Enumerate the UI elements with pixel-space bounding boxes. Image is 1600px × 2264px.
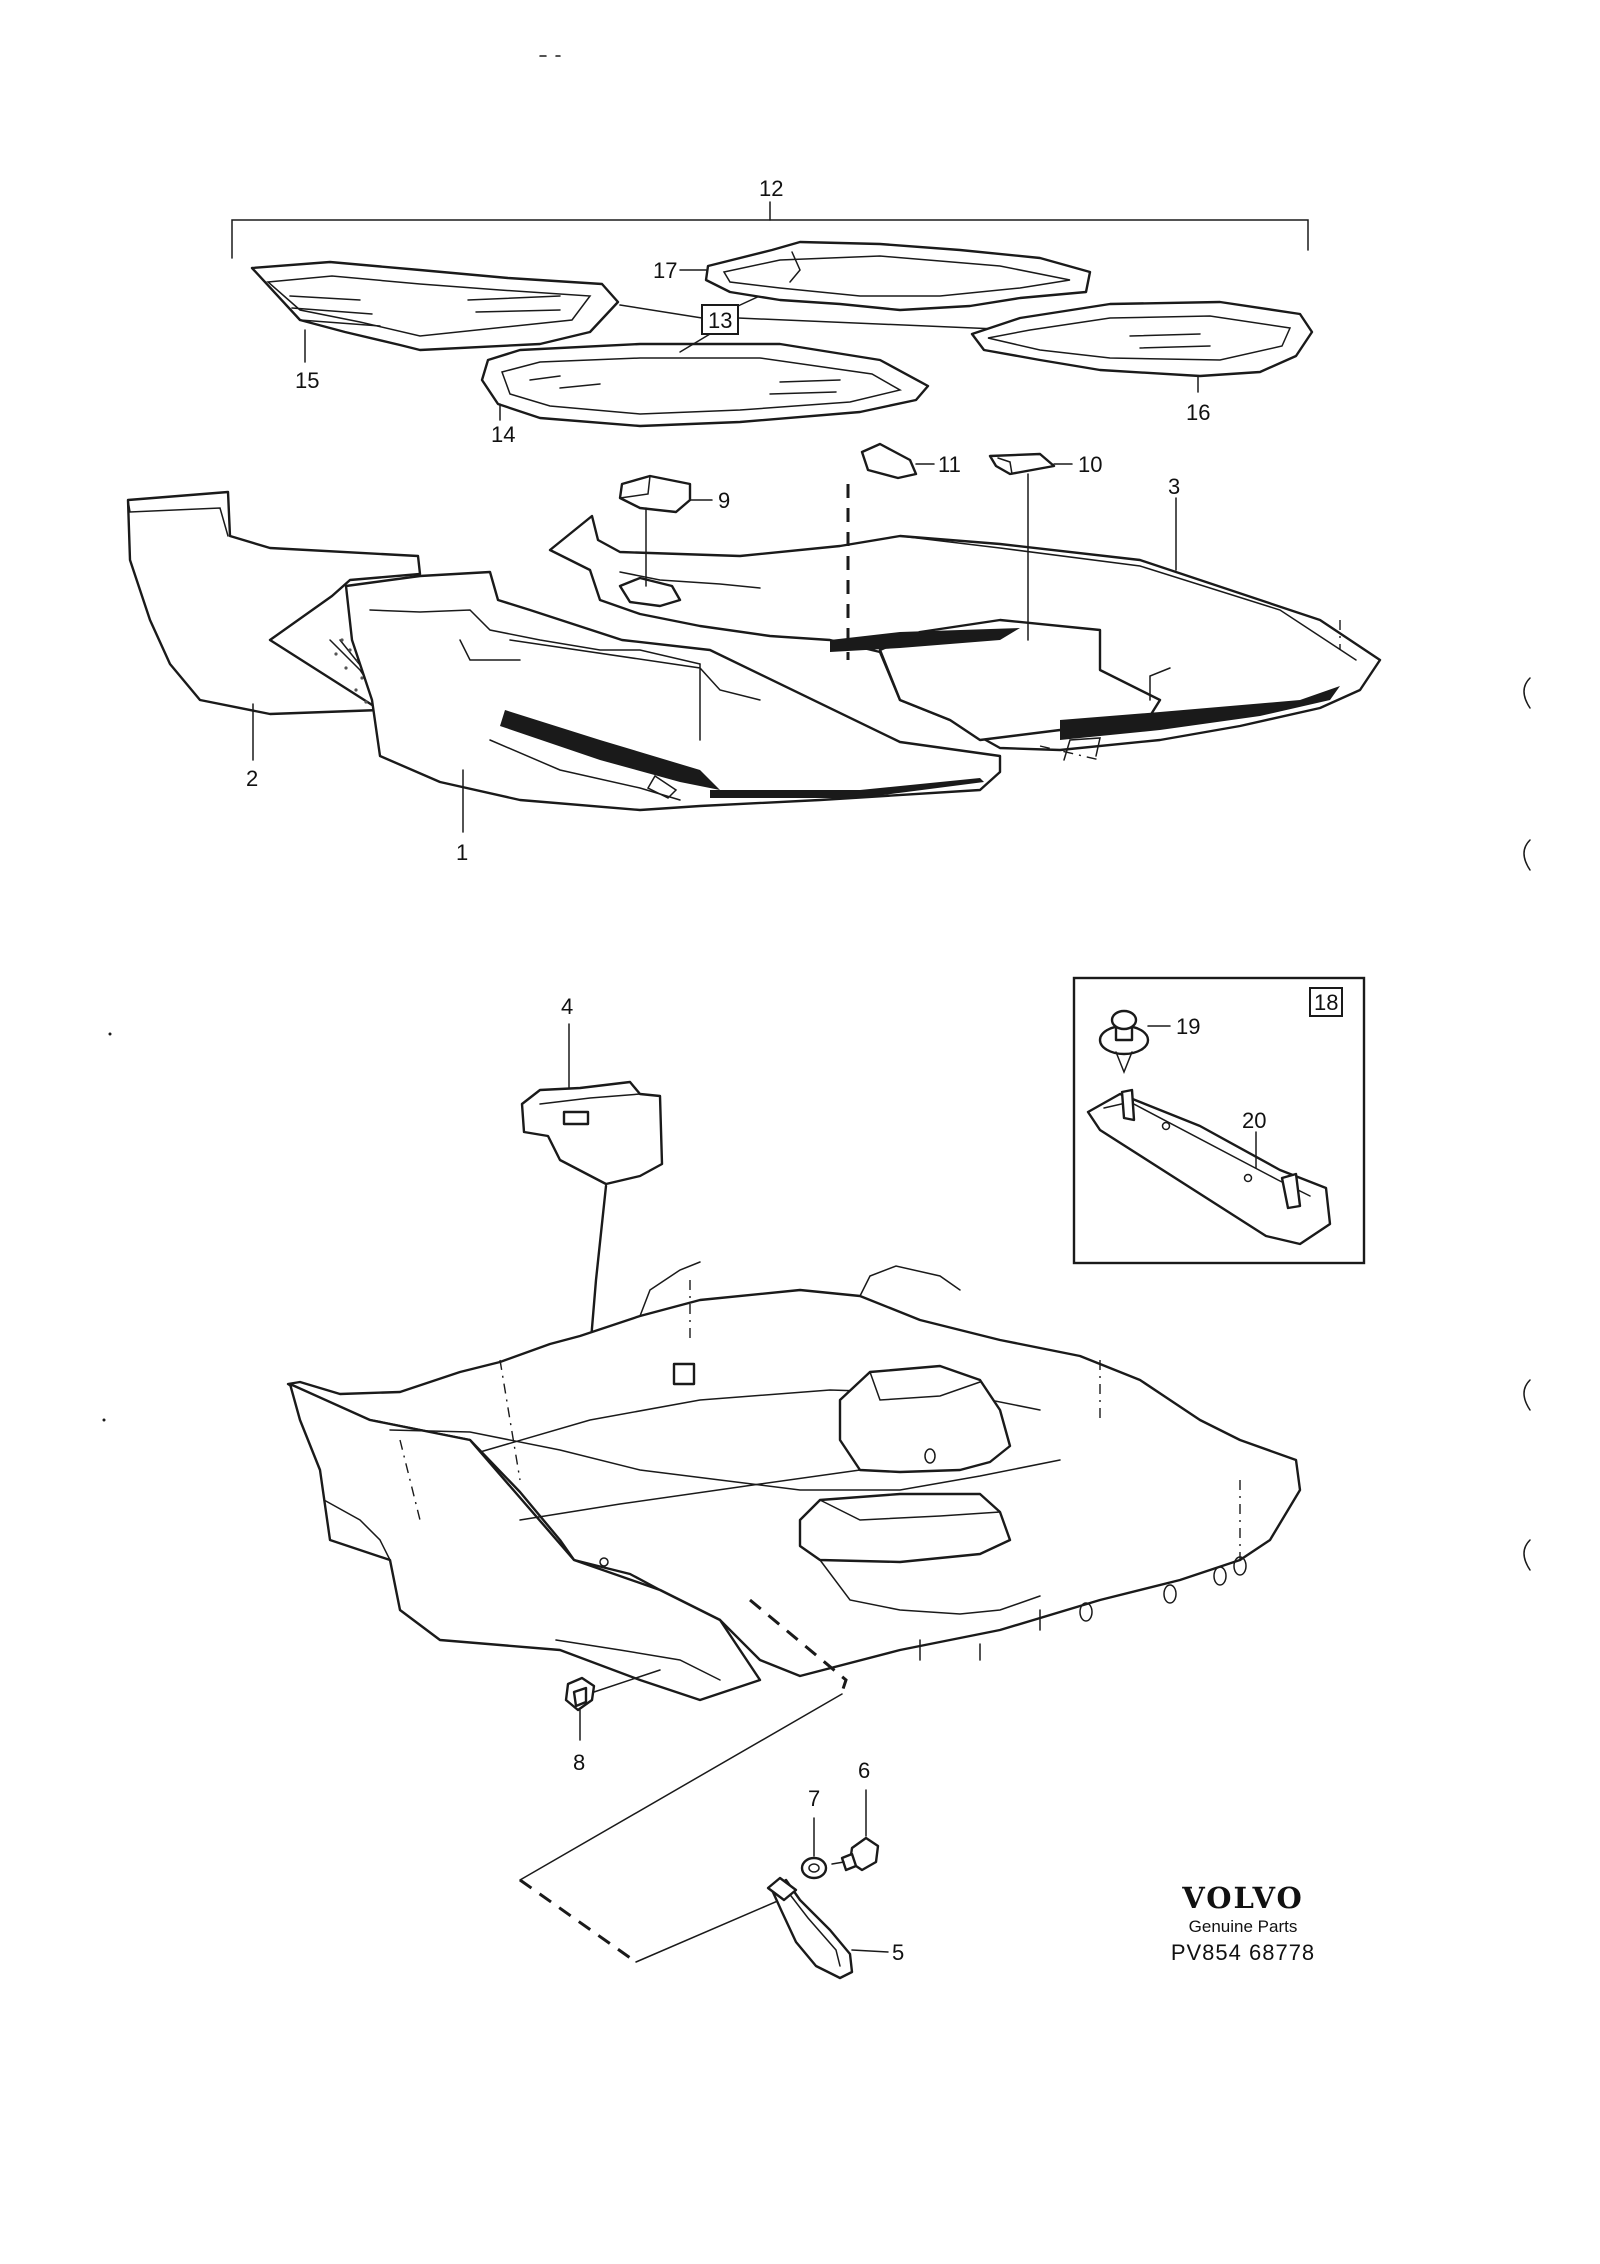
brand-subtitle: Genuine Parts [1188, 1917, 1298, 1936]
callout-11: 11 [938, 452, 961, 477]
bracket-part-5 [766, 1876, 854, 1980]
body-floor-panel [286, 1261, 1302, 1702]
outline-dash-2 [519, 1878, 637, 1964]
callout-10: 10 [1078, 452, 1102, 477]
floor-mat-15 [250, 260, 620, 352]
insulation-part-11 [846, 442, 918, 660]
outline-line-2 [635, 1899, 781, 1963]
sill-part-20 [1086, 1088, 1332, 1246]
clip-part-19 [1098, 1009, 1150, 1075]
carpet-part-3 [548, 514, 1382, 761]
callout-8: 8 [573, 1750, 585, 1775]
outline-dash-1 [749, 1598, 848, 1693]
inset-box-18 [1072, 976, 1366, 1265]
mat-set-bracket [231, 201, 1309, 259]
callout-6: 6 [858, 1758, 870, 1783]
callout-12: 12 [759, 176, 783, 201]
floor-mat-17 [704, 240, 1092, 312]
insulation-part-9 [618, 474, 692, 608]
clip-part-8 [564, 1669, 661, 1712]
scan-dot-2 [102, 1418, 106, 1422]
screw-part-6 [831, 1836, 880, 1872]
callout-14: 14 [491, 422, 515, 447]
callout-4: 4 [561, 994, 573, 1019]
callout-3: 3 [1168, 474, 1180, 499]
volvo-logo: VOLVO [1182, 1881, 1304, 1915]
washer-part-7 [800, 1856, 828, 1880]
insulation-part-10 [988, 452, 1056, 641]
carpet-part-1 [344, 570, 1002, 812]
callout-2: 2 [246, 766, 258, 791]
floor-mat-16 [970, 300, 1314, 378]
callout-15: 15 [295, 368, 319, 393]
callout-18: 18 [1314, 990, 1338, 1015]
insulation-part-4 [520, 1080, 664, 1186]
callout-20: 20 [1242, 1108, 1266, 1133]
outline-line-1 [519, 1693, 843, 1881]
callout-19: 19 [1176, 1014, 1200, 1039]
callout-5: 5 [892, 1940, 904, 1965]
floor-mat-14 [480, 342, 930, 428]
callout-17: 17 [653, 258, 677, 283]
scan-dot-1 [108, 1032, 112, 1036]
mat-group-13 [619, 281, 1021, 353]
callout-16: 16 [1186, 400, 1210, 425]
brand-block: VOLVO Genuine Parts PV854 68778 [1148, 1881, 1338, 1967]
diagram-code: PV854 68778 [1170, 1940, 1316, 1965]
callout-13: 13 [708, 308, 732, 333]
callout-7: 7 [808, 1786, 820, 1811]
callout-1: 1 [456, 840, 468, 865]
callout-9: 9 [718, 488, 730, 513]
binder-marks [1523, 677, 1531, 1571]
